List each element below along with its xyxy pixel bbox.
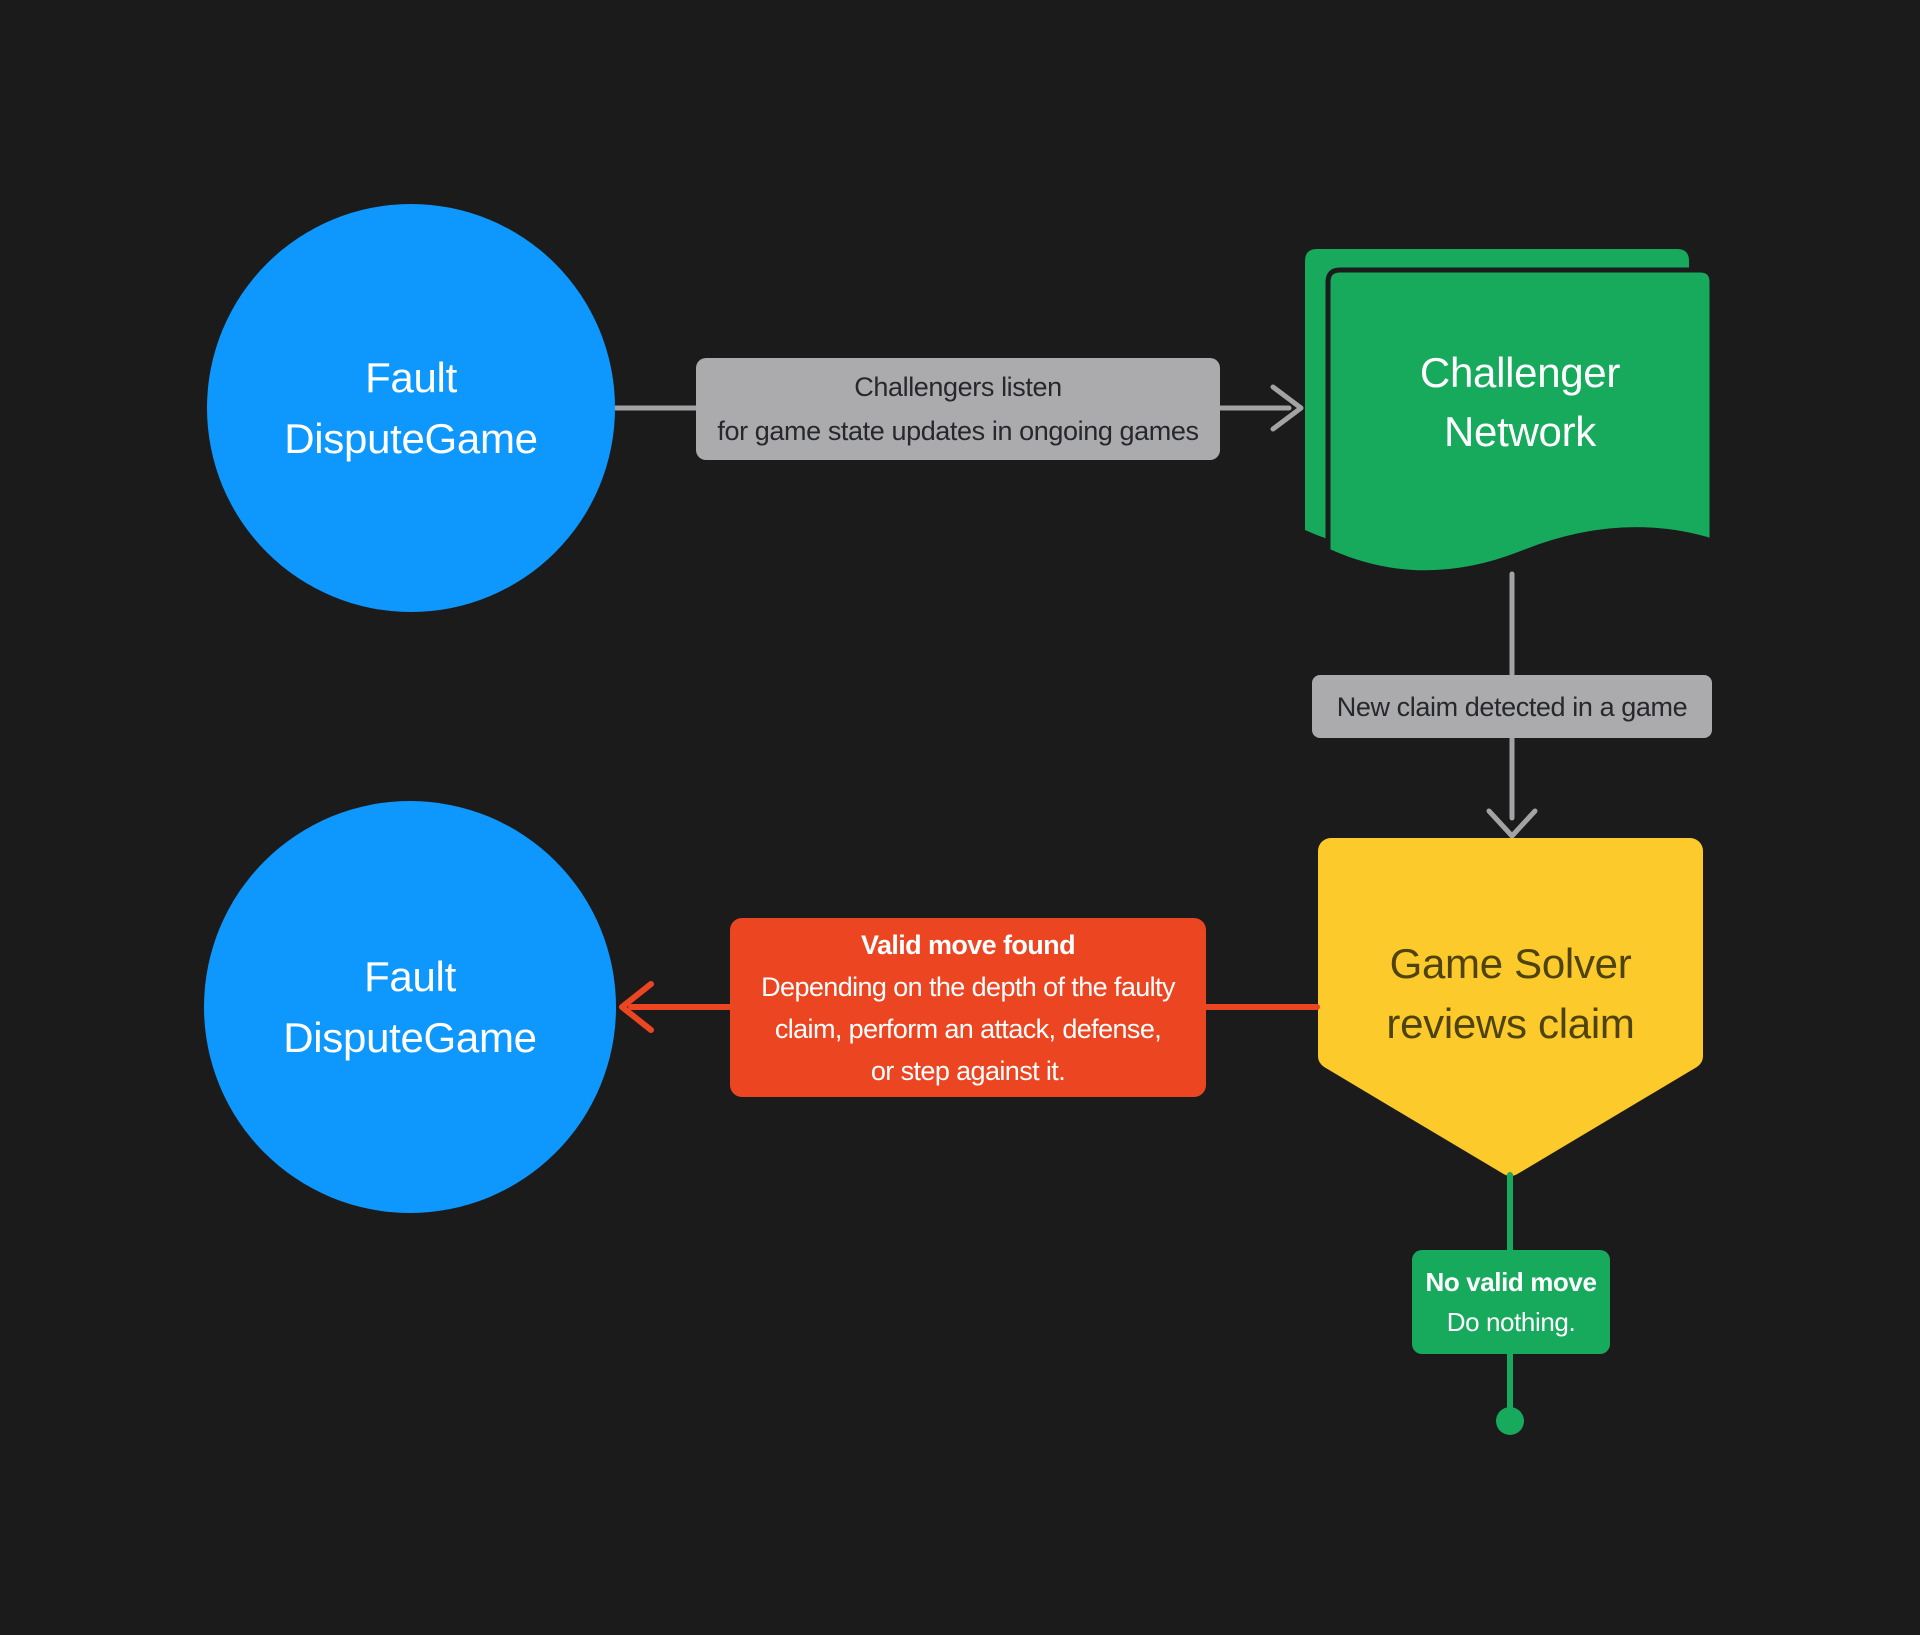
label-line: or step against it.	[870, 1055, 1066, 1086]
node-title-line: DisputeGame	[284, 415, 538, 462]
challenger-network-shape[interactable]	[1325, 267, 1715, 576]
node-title-line: DisputeGame	[283, 1014, 537, 1061]
node-fault-dispute-game-bottom[interactable]: Fault DisputeGame	[204, 801, 616, 1213]
label-no-valid-move[interactable]: No valid move Do nothing.	[1412, 1250, 1610, 1354]
label-title: No valid move	[1425, 1267, 1597, 1297]
end-terminator-dot	[1496, 1407, 1524, 1435]
label-line: Depending on the depth of the faulty	[761, 971, 1175, 1002]
label-line: New claim detected in a game	[1336, 691, 1688, 722]
node-title-line: Fault	[365, 354, 457, 401]
label-valid-move-found[interactable]: Valid move found Depending on the depth …	[730, 918, 1206, 1097]
label-line: Do nothing.	[1446, 1307, 1576, 1337]
label-challengers-listen[interactable]: Challengers listen for game state update…	[696, 358, 1220, 460]
arrowhead-left-icon	[619, 981, 654, 1033]
node-title-line: Fault	[364, 953, 456, 1000]
arrowhead-down-icon	[1486, 808, 1538, 839]
game-solver-shape[interactable]	[1318, 838, 1703, 1176]
arrowhead-right-icon	[1270, 384, 1304, 432]
label-line: claim, perform an attack, defense,	[774, 1013, 1162, 1044]
label-new-claim-detected[interactable]: New claim detected in a game	[1312, 675, 1712, 738]
label-line: for game state updates in ongoing games	[717, 416, 1199, 446]
label-title: Valid move found	[861, 929, 1076, 960]
label-line: Challengers listen	[854, 372, 1062, 402]
node-fault-dispute-game-top[interactable]: Fault DisputeGame	[207, 204, 615, 612]
